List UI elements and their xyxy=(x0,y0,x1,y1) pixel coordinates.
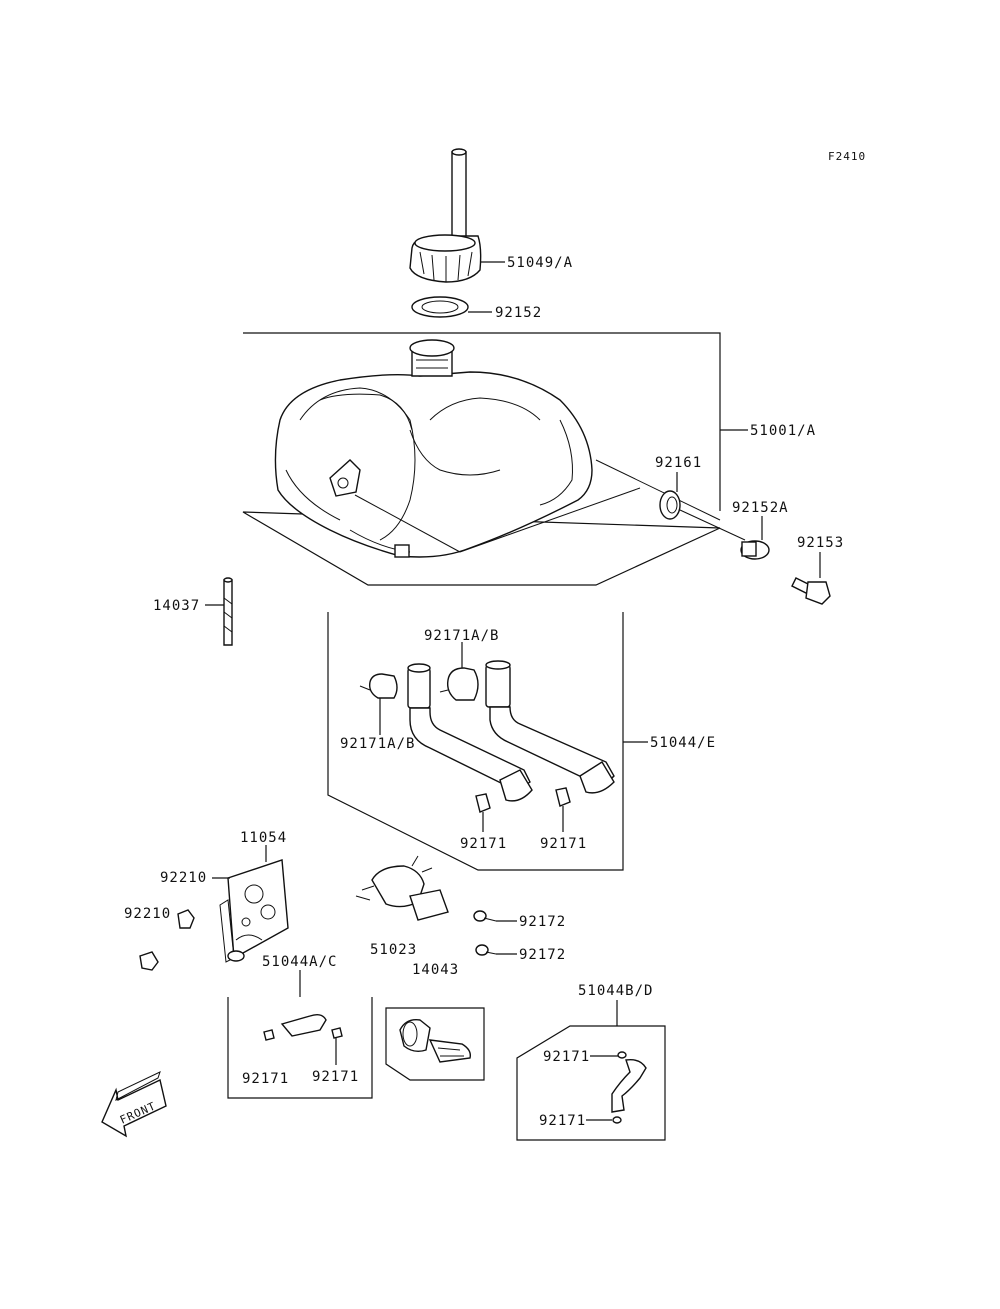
label-51023: 51023 xyxy=(370,942,417,958)
label-11054: 11054 xyxy=(240,830,287,846)
bolt xyxy=(791,577,831,605)
cap-gasket xyxy=(411,296,469,318)
hose-ac-box xyxy=(227,997,373,1099)
label-92171-left: 92171 xyxy=(460,836,507,852)
hose-ac xyxy=(263,1013,343,1041)
cable xyxy=(223,577,233,646)
fuel-tank xyxy=(274,339,641,558)
label-92210-top: 92210 xyxy=(160,870,207,886)
front-arrow-icon: FRONT xyxy=(101,1071,167,1138)
label-51044E: 51044/E xyxy=(650,735,716,751)
hose-bd xyxy=(611,1051,647,1124)
nut-upper xyxy=(177,909,195,929)
screw-lower xyxy=(475,944,497,956)
nut-lower xyxy=(139,951,159,971)
label-92171AB-left: 92171A/B xyxy=(340,736,415,752)
label-92172-bottom: 92172 xyxy=(519,947,566,963)
label-92171-right: 92171 xyxy=(540,836,587,852)
label-92171-ac-right: 92171 xyxy=(312,1069,359,1085)
label-14037: 14037 xyxy=(153,598,200,614)
label-92171-ac-left: 92171 xyxy=(242,1071,289,1087)
label-92153: 92153 xyxy=(797,535,844,551)
damper xyxy=(740,540,770,560)
label-51044BD: 51044B/D xyxy=(578,983,653,999)
label-51049: 51049/A xyxy=(507,255,573,271)
label-92152: 92152 xyxy=(495,305,542,321)
fuel-cock xyxy=(355,855,449,921)
hose-group-box xyxy=(327,612,624,871)
filler-cap xyxy=(409,148,482,283)
hoses xyxy=(359,660,615,813)
hose-bd-box xyxy=(516,1025,666,1141)
label-92171-bd-top: 92171 xyxy=(543,1049,590,1065)
label-14043: 14043 xyxy=(412,962,459,978)
grommet xyxy=(659,490,681,520)
label-92152A: 92152A xyxy=(732,500,789,516)
label-92171AB-top: 92171A/B xyxy=(424,628,499,644)
bracket xyxy=(219,859,289,963)
filter xyxy=(399,1019,472,1063)
screw-upper xyxy=(473,910,497,922)
label-51001: 51001/A xyxy=(750,423,816,439)
label-92172-top: 92172 xyxy=(519,914,566,930)
diagram-code: F2410 xyxy=(828,150,866,163)
label-51044AC: 51044A/C xyxy=(262,954,337,970)
label-92171-bd-bottom: 92171 xyxy=(539,1113,586,1129)
filter-box xyxy=(385,1007,485,1081)
label-92161: 92161 xyxy=(655,455,702,471)
label-92210-bottom: 92210 xyxy=(124,906,171,922)
